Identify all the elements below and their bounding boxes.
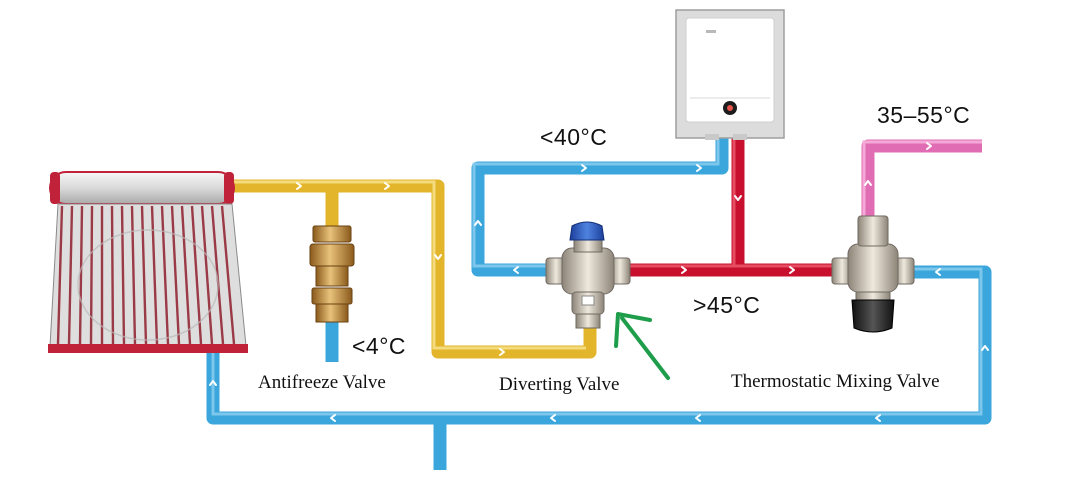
diverting-valve-label: Diverting Valve: [499, 374, 620, 395]
solar-collector: [48, 171, 248, 353]
heater-return-pipe: [471, 138, 729, 277]
solar-hot-pipes: [232, 179, 597, 359]
mixed-output-temperature: 35–55°C: [877, 102, 971, 128]
thermostatic-mixing-valve: [831, 215, 915, 333]
hot-water-pipes: [622, 138, 840, 277]
thermostatic-mixing-valve-label: Thermostatic Mixing Valve: [731, 371, 940, 392]
antifreeze-valve-label: Antifreeze Valve: [258, 372, 386, 393]
annotation-arrow: [614, 312, 670, 380]
flow-direction-arrows: [209, 142, 989, 422]
diverting-valve: [545, 221, 631, 329]
divert-limit-temperature: >45°C: [693, 292, 761, 318]
collector-outlet-pipe: [232, 179, 597, 359]
water-heater: [675, 9, 785, 140]
heater-limit-temperature: <40°C: [540, 124, 608, 150]
cold-limit-temperature: <4°C: [352, 333, 407, 359]
mixed-water-pipe: [861, 139, 982, 225]
antifreeze-valve: [309, 225, 355, 323]
